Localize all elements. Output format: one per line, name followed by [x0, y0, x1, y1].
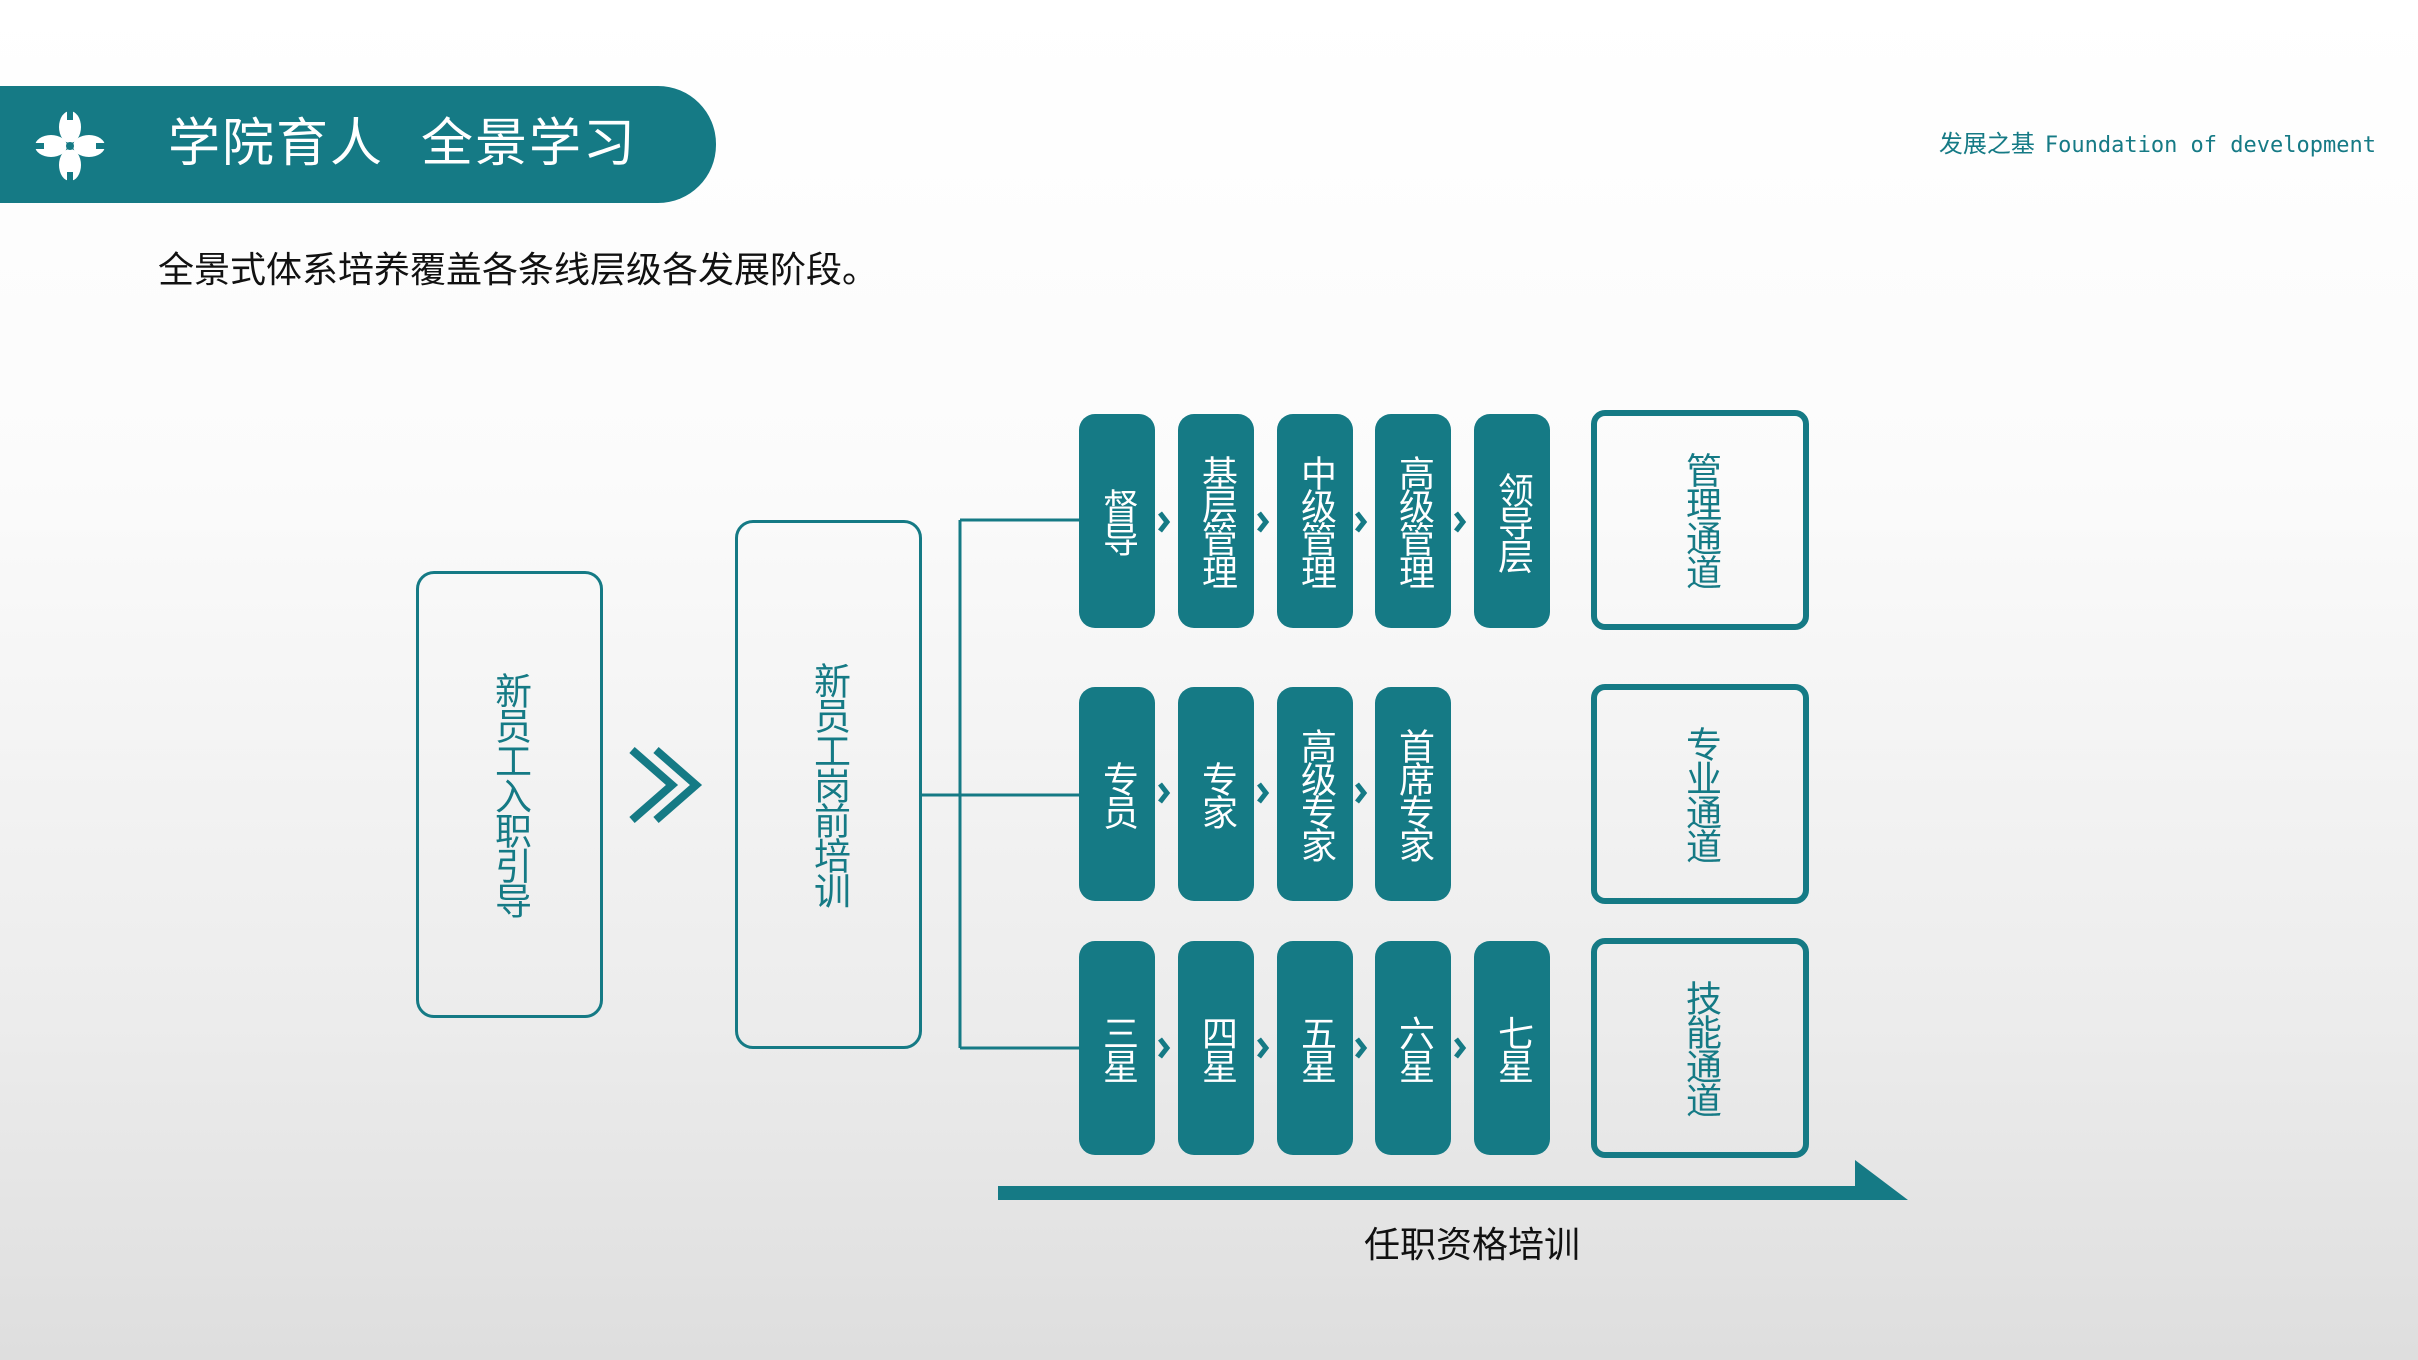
header-banner: 学院育人 全景学习	[0, 86, 716, 203]
chevron-right-icon	[1355, 511, 1368, 533]
step-pill: 六星	[1375, 941, 1451, 1155]
stage-onboarding-box: 新员工入职引导	[416, 571, 603, 1018]
qualification-training-label: 任职资格培训	[1363, 1225, 1580, 1266]
chevron-right-icon	[1257, 782, 1270, 804]
step-pill: 专家	[1178, 687, 1254, 901]
tagline-en: Foundation of development	[2044, 133, 2376, 158]
step-pill: 中级管理	[1277, 414, 1353, 628]
stage-onboarding-label: 新员工入职引导	[488, 672, 532, 917]
step-pill: 四星	[1178, 941, 1254, 1155]
chevron-right-icon	[1355, 782, 1368, 804]
chevron-right-icon	[1355, 1037, 1368, 1059]
step-pill: 基层管理	[1178, 414, 1254, 628]
path-label: 管理通道	[1680, 452, 1721, 588]
double-chevron-right-icon	[629, 746, 703, 824]
path-box-management: 管理通道	[1591, 410, 1809, 630]
timeline-arrow	[998, 1160, 1908, 1200]
step-pill: 高级专家	[1277, 687, 1353, 901]
step-pill: 督导	[1079, 414, 1155, 628]
tagline-cn: 发展之基	[1938, 130, 2035, 158]
chevron-right-icon	[1454, 511, 1467, 533]
path-box-professional: 专业通道	[1591, 684, 1809, 904]
path-label: 技能通道	[1680, 980, 1721, 1116]
chevron-right-icon	[1257, 1037, 1270, 1059]
path-label: 专业通道	[1680, 726, 1721, 862]
chevron-right-icon	[1158, 1037, 1171, 1059]
step-chevrons	[1158, 511, 1467, 1059]
tagline: 发展之基 Foundation of development	[1939, 128, 2376, 162]
chevron-right-icon	[1158, 782, 1171, 804]
step-pill: 专员	[1079, 687, 1155, 901]
step-pill: 五星	[1277, 941, 1353, 1155]
step-pill: 首席专家	[1375, 687, 1451, 901]
step-pill: 七星	[1474, 941, 1550, 1155]
stage-preservice-label: 新员工岗前培训	[807, 662, 851, 907]
subtitle: 全景式体系培养覆盖各条线层级各发展阶段。	[158, 250, 879, 291]
flower-logo-icon	[34, 110, 106, 182]
step-pill: 领导层	[1474, 414, 1550, 628]
path-box-skill: 技能通道	[1591, 938, 1809, 1158]
page-title: 学院育人 全景学习	[168, 114, 638, 174]
step-pill: 高级管理	[1375, 414, 1451, 628]
stage-preservice-box: 新员工岗前培训	[735, 520, 922, 1049]
chevron-right-icon	[1158, 511, 1171, 533]
step-pill: 三星	[1079, 941, 1155, 1155]
chevron-right-icon	[1257, 511, 1270, 533]
chevron-right-icon	[1454, 1037, 1467, 1059]
